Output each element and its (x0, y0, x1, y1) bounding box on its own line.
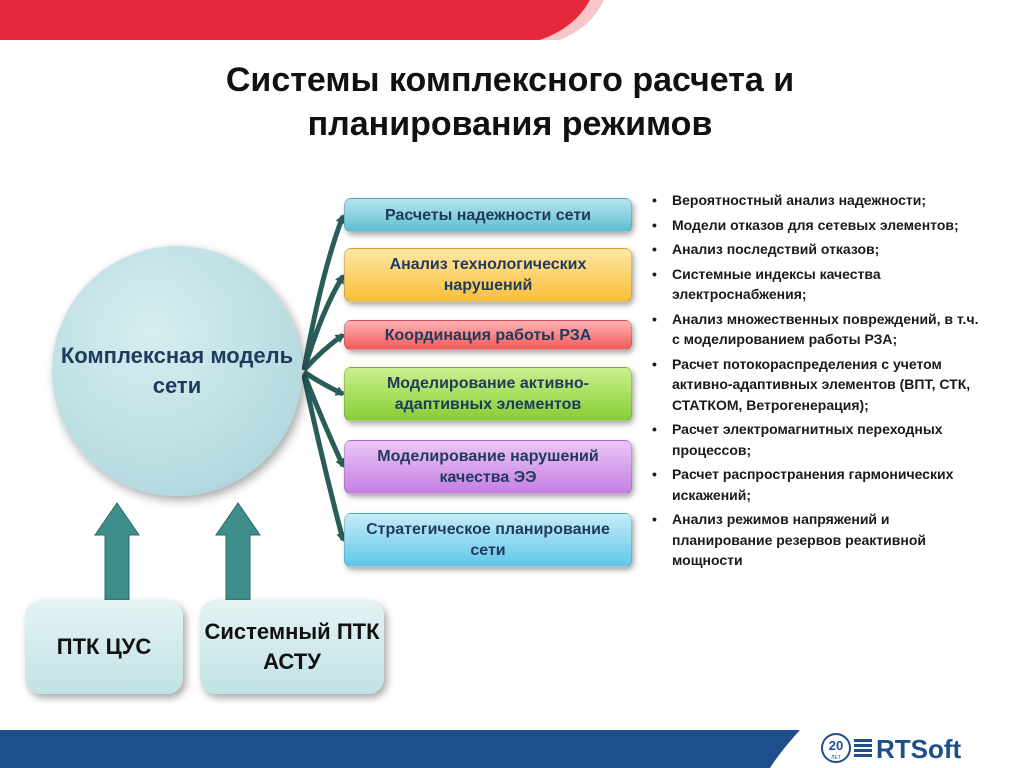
bullet-item: Расчет потокораспределения с учетом акти… (650, 354, 990, 416)
bullet-item: Модели отказов для сетевых элементов; (650, 215, 990, 236)
connector-arrow-6 (301, 375, 347, 542)
connector-arrow-1 (301, 214, 346, 371)
module-tech-failures: Анализ технологических нарушений (344, 248, 632, 302)
logo-anniversary-sub: ЛЕТ (831, 755, 841, 761)
logo-brand-text: RTSoft (876, 734, 962, 763)
module-rza-coordination: Координация работы РЗА (344, 320, 632, 350)
slide-title: Системы комплексного расчета и планирова… (225, 61, 795, 143)
connector-arrow-4 (302, 369, 345, 397)
module-power-quality: Моделирование нарушений качества ЭЭ (344, 440, 632, 494)
bullet-item: Вероятностный анализ надежности; (650, 190, 990, 211)
bullet-item: Системные индексы качества электроснабже… (650, 264, 990, 305)
bullet-item: Расчет электромагнитных переходных проце… (650, 419, 990, 460)
top-decorative-band (0, 0, 604, 40)
center-node-network-model: Комплексная модель сети (52, 246, 302, 496)
module-reliability: Расчеты надежности сети (344, 198, 632, 232)
connector-arrow-3 (302, 332, 345, 372)
rtsoft-logo: 20 ЛЕТ RTSoft (821, 733, 962, 763)
anniversary-badge-icon (821, 733, 851, 763)
bullet-item: Анализ режимов напряжений и планирование… (650, 509, 990, 571)
up-arrow-right (215, 502, 261, 601)
logo-stripes-icon (854, 739, 872, 757)
logo-anniversary-number: 20 (829, 738, 843, 753)
bottom-decorative-band (0, 730, 800, 768)
connector-arrow-2 (301, 274, 346, 371)
up-arrow-left (94, 502, 140, 601)
module-active-adaptive: Моделирование активно-адаптивных элемент… (344, 367, 632, 421)
module-strategic-planning: Стратегическое планирование сети (344, 513, 632, 567)
bullet-item: Анализ последствий отказов; (650, 239, 990, 260)
bullet-item: Расчет распространения гармонических иск… (650, 464, 990, 505)
bullet-item: Анализ множественных повреждений, в т.ч.… (650, 309, 990, 350)
source-node-ptk-astu: Системный ПТК АСТУ (200, 600, 384, 694)
feature-bullet-list: Вероятностный анализ надежности; Модели … (650, 190, 990, 575)
source-node-ptk-tsus: ПТК ЦУС (25, 600, 183, 694)
